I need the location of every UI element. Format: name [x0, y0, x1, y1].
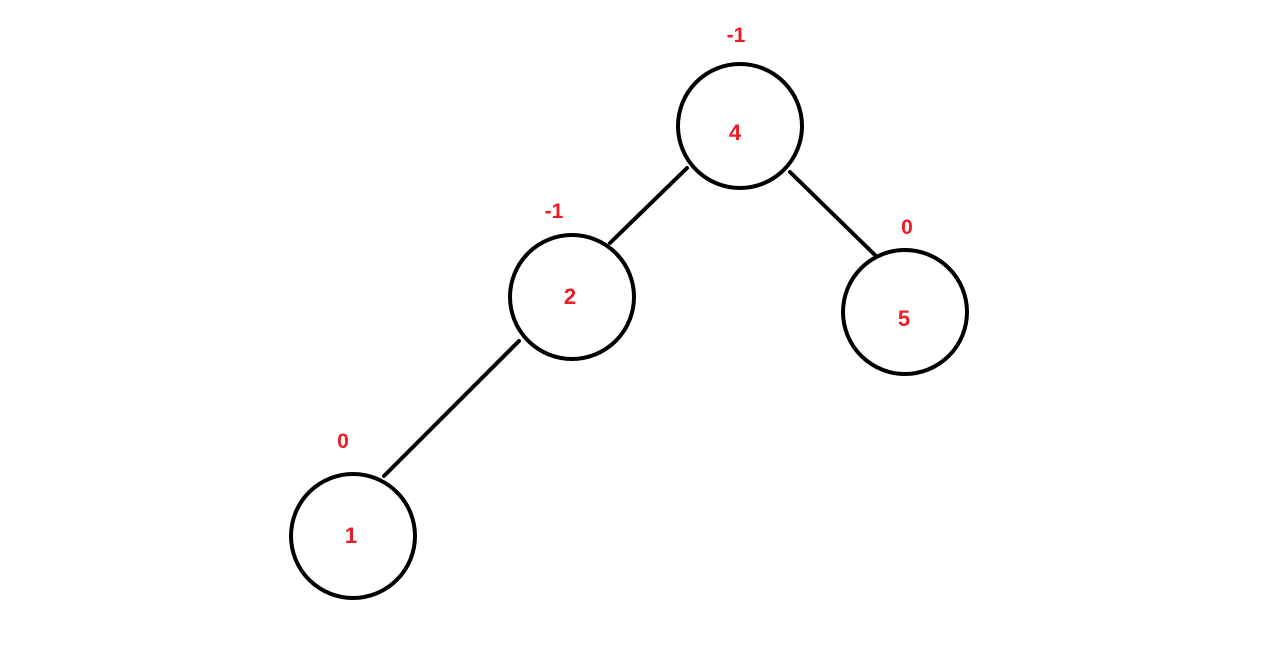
tree-node-1: 1 0 [289, 430, 417, 600]
balance-factor-label: -1 [545, 200, 564, 223]
edge-4-5 [788, 170, 878, 258]
node-value: 2 [564, 284, 576, 309]
balance-factor-label: -1 [727, 24, 746, 47]
node-value: 1 [345, 523, 357, 548]
edge-4-2 [608, 166, 689, 245]
edge-2-1 [382, 339, 521, 478]
tree-node-2: 2 -1 [508, 200, 636, 361]
node-circle [676, 62, 804, 190]
balance-factor-label: 0 [901, 216, 913, 239]
node-value: 4 [729, 120, 742, 145]
tree-node-5: 5 0 [841, 216, 969, 376]
node-circle [841, 248, 969, 376]
balance-factor-label: 0 [337, 430, 349, 453]
node-value: 5 [898, 306, 910, 331]
node-circle [289, 472, 417, 600]
tree-node-4: 4 -1 [676, 24, 804, 190]
node-circle [508, 233, 636, 361]
